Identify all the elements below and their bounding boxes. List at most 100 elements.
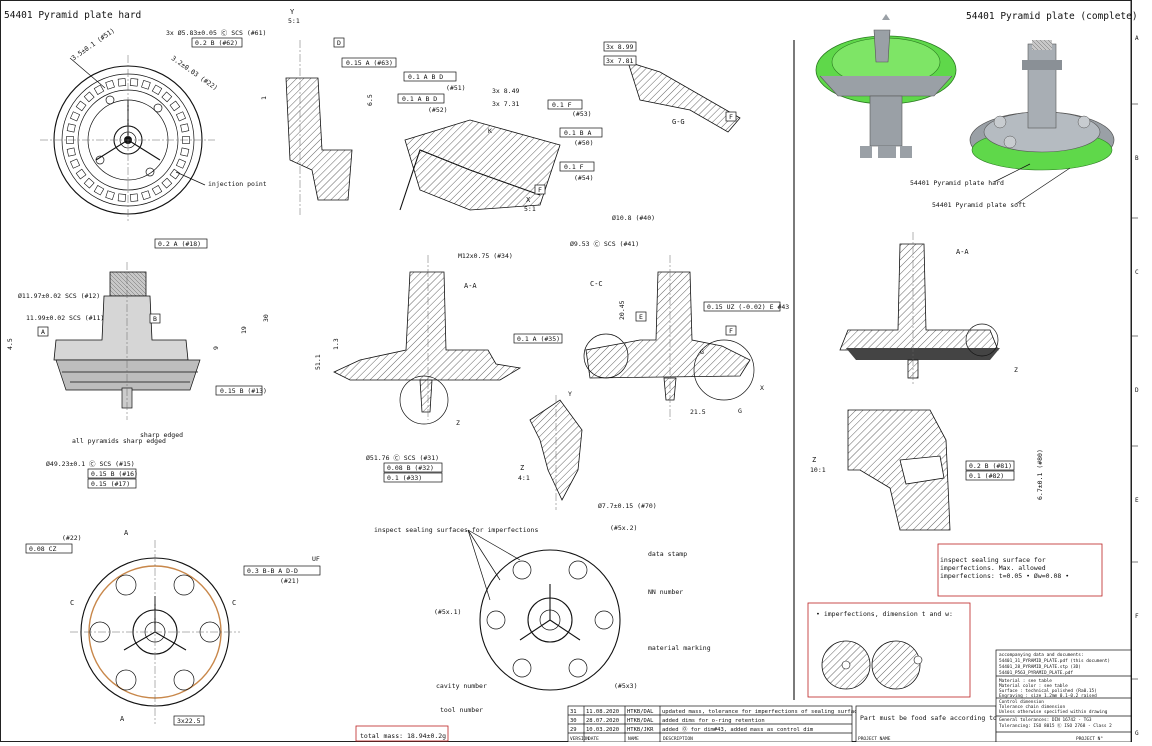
- pyramid-mark: [180, 123, 190, 133]
- pyramid-mark: [180, 147, 190, 157]
- render-soft: [815, 14, 957, 158]
- pyramid-mark: [105, 80, 115, 90]
- svg-text:X: X: [760, 384, 764, 392]
- svg-text:A: A: [124, 529, 129, 537]
- note-tool: tool number: [440, 706, 483, 714]
- pyramid-mark: [75, 168, 87, 180]
- fcf-cz: 0.08 CZ: [29, 545, 56, 553]
- render-hard: [969, 40, 1115, 171]
- section-gg: 3x 8.99 3x 7.81 F G-G: [603, 41, 741, 133]
- svg-text:A: A: [41, 328, 45, 336]
- pyramid-mark: [66, 136, 74, 144]
- ref-5x2: (#5x.2): [610, 524, 637, 532]
- fcf-d7: 0.1 A B D: [408, 73, 443, 81]
- zone-letter: A: [1135, 35, 1139, 42]
- note-food: Part must be food safe according to the …: [860, 714, 1075, 722]
- mass-box: [355, 725, 449, 742]
- side-view: 0.2 A (#18) Ø11.97±0.02 SCS (#12) 11.99±…: [6, 238, 270, 489]
- detail-z-right-label: Z: [812, 456, 816, 464]
- bottom-plan-mid: inspect sealing surfaces for imperfectio…: [374, 524, 711, 714]
- note-inspect-2: inspect sealing surface for imperfection…: [940, 556, 1070, 580]
- bottom-plan: (#22) 0.08 CZ 0.3 B-B A D-D (#21) UF 3x2…: [25, 529, 321, 726]
- dim-30: 30: [262, 314, 270, 322]
- zone-letter: E: [1135, 497, 1139, 504]
- svg-text:E: E: [639, 313, 643, 321]
- fcf-33: 0.1 (#33): [387, 474, 422, 482]
- svg-text:Z: Z: [456, 419, 460, 427]
- svg-text:C: C: [232, 599, 236, 607]
- fcf-43: 0.15 UZ (-0.02) E #43: [707, 303, 789, 311]
- rev-date: 11.08.2020: [586, 709, 619, 715]
- rev-desc: added dims for o-ring retention: [662, 718, 765, 724]
- rev-head-desc: DESCRIPTION: [663, 736, 693, 742]
- detail-x: 0.1 A B D 0.1 A B D (#51) (#52) 3x 8.49 …: [397, 71, 603, 213]
- rev-date: 10.03.2020: [586, 727, 619, 733]
- rev-head-ver: VERSION: [570, 736, 589, 742]
- pyramid-mark: [105, 190, 115, 200]
- svg-text:G: G: [738, 407, 742, 415]
- detail-y-label: Y: [290, 8, 295, 16]
- section-gg-label: G-G: [672, 118, 685, 126]
- fcf-13: 0.15 B (#13): [220, 387, 267, 395]
- pyramid-mark: [175, 158, 187, 169]
- dim-1: 1: [260, 96, 268, 100]
- note-material: material marking: [648, 644, 711, 652]
- rev-name: HTKB/JKR: [627, 727, 654, 733]
- inspect-box: [937, 543, 1103, 597]
- section-cc-label: C-C: [590, 280, 603, 288]
- note-cavity: cavity number: [436, 682, 487, 690]
- ref-21: (#21): [280, 577, 300, 585]
- fcf-17: 0.15 (#17): [91, 480, 130, 488]
- pyramid-mark: [175, 111, 187, 122]
- pyramid-mark: [75, 100, 87, 112]
- svg-text:Y: Y: [568, 390, 572, 398]
- ref-22: (#22): [62, 534, 82, 542]
- svg-text:F: F: [538, 186, 542, 194]
- svg-text:F: F: [729, 113, 733, 121]
- note-inspect: inspect sealing surfaces for imperfectio…: [374, 526, 538, 534]
- rev-date: 28.07.2020: [586, 718, 619, 724]
- zone-letter: B: [1135, 155, 1139, 162]
- pyramid-mark: [129, 193, 139, 202]
- tb-sym3: Unless otherwise specified within drawin…: [999, 709, 1108, 715]
- pyramid-mark: [161, 177, 173, 189]
- ref-53: (#53): [572, 110, 592, 118]
- note-sharp: sharp edged: [140, 431, 183, 439]
- rev-name: HTKB/DAL: [627, 709, 654, 715]
- pyramid-mark: [66, 123, 76, 133]
- dim-7-81: 3x 7.81: [606, 57, 633, 65]
- dim-51-1: 51.1: [314, 354, 322, 370]
- dim-49-23: Ø49.23±0.1 Ⓒ SCS (#15): [46, 460, 135, 468]
- note-soft: 54401 Pyramid plate soft: [932, 201, 1026, 209]
- detail-z-right: Z 10:1 0.2 B (#81) 0.1 (#82) 6.7±0.1 (#8…: [810, 409, 1044, 531]
- dim-1-3: 1.3: [332, 338, 340, 350]
- tb-projno: PROJECT N°: [1076, 736, 1103, 742]
- dim-51-76: Ø51.76 Ⓒ SCS (#31): [366, 454, 439, 462]
- rev-ver: 29: [570, 727, 577, 733]
- detail-x-label: X: [526, 196, 531, 204]
- ref-54: (#54): [574, 174, 594, 182]
- dim-19: 19: [240, 326, 248, 334]
- top-view: 3.5±0.1 (#51) 3.2±0.03 (#22) injection p…: [40, 26, 267, 222]
- fcf-63: 0.15 A (#63): [346, 59, 393, 67]
- title-left: 54401 Pyramid plate hard: [4, 10, 141, 21]
- note-imperf: • imperfections, dimension t and w:: [816, 610, 953, 618]
- pyramid-mark: [83, 177, 95, 189]
- dim-6-7: 6.7±0.1 (#80): [1036, 449, 1044, 500]
- dim-20-45: 20.45: [618, 300, 626, 320]
- food-box: [855, 705, 997, 743]
- fcf-81: 0.2 B (#81): [969, 462, 1012, 470]
- tb-mat-color: Material color : see table: [999, 683, 1068, 689]
- svg-text:Z: Z: [1014, 366, 1018, 374]
- dim-3-2: 3.2±0.03 (#22): [170, 54, 219, 92]
- tb-tol-iso: Tolerancing: ISO 8015 Ⓔ ISO 2768 - Class…: [999, 722, 1112, 729]
- fcf-82: 0.1 (#82): [969, 472, 1004, 480]
- fcf-62: 0.2 B (#62): [195, 39, 238, 47]
- tb-sym1: Control dimension: [999, 699, 1044, 705]
- section-aa-right: A-A Z: [839, 232, 1018, 386]
- detail-z-right-scale: 10:1: [810, 466, 826, 474]
- dim-10-8: Ø10.8 (#40): [612, 214, 655, 222]
